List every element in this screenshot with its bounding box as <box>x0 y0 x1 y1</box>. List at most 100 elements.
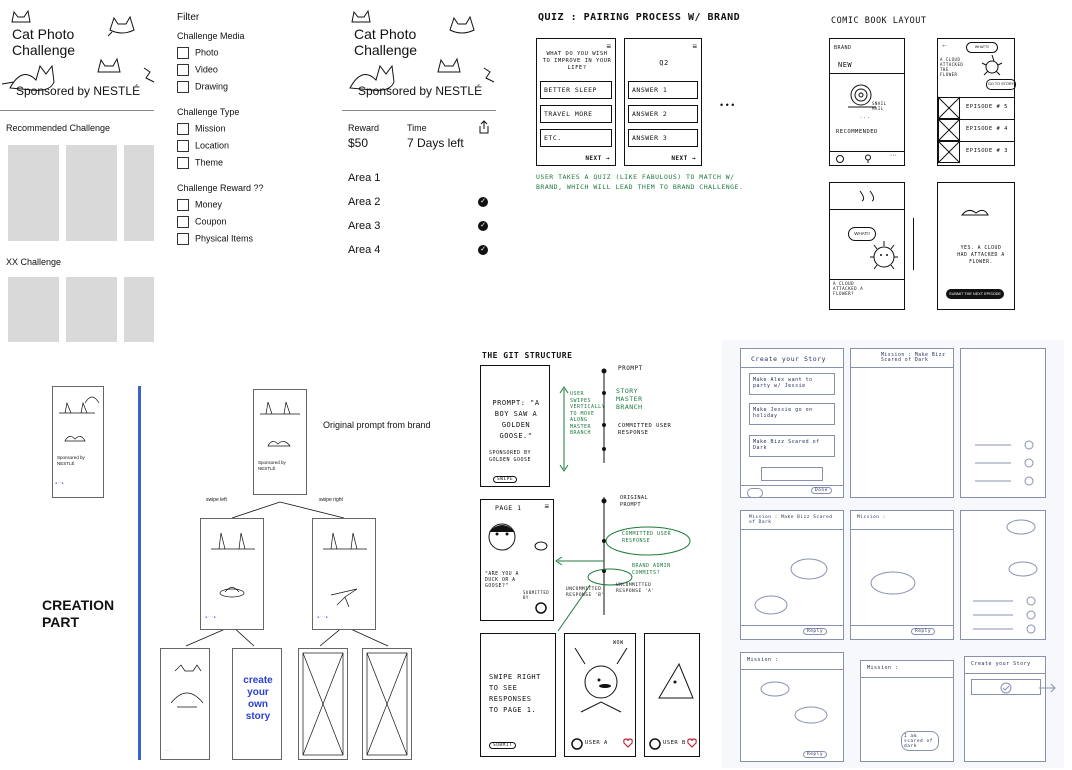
chat-options-screen <box>960 510 1046 640</box>
episode-row[interactable]: EPISODE # 4 <box>937 118 1014 142</box>
chat-screen: Mission : Make Bizz Scared of Dark Reply <box>740 510 844 640</box>
checkbox[interactable] <box>177 140 189 152</box>
challenge-card[interactable] <box>66 145 117 241</box>
committed-response-label: COMMITTED USER RESPONSE <box>622 531 672 544</box>
detail-screen: Cat Photo Challenge Sponsored by NESTLÉ … <box>340 0 500 270</box>
reply-button[interactable]: Reply <box>803 628 828 635</box>
sponsored-text: SPONSORED BY GOLDEN GOOSE <box>488 450 532 463</box>
go-to-story-button[interactable]: GO TO STORY <box>986 79 1016 90</box>
quiz-answer-button[interactable]: ANSWER 1 <box>628 81 698 99</box>
mission-option[interactable]: Make Alex want to party w/ Jessie <box>749 373 835 395</box>
filter-option[interactable]: Location <box>177 140 327 152</box>
placeholder-cross <box>366 652 408 756</box>
reply-button[interactable]: Reply <box>911 628 936 635</box>
area-row[interactable]: Area 1 <box>348 172 381 184</box>
search-icon[interactable] <box>864 154 872 163</box>
filter-option[interactable]: Coupon <box>177 216 327 228</box>
filter-option[interactable]: Physical Items <box>177 233 327 245</box>
original-prompt-label: Original prompt from brand <box>323 420 431 430</box>
ellipsis: • • • <box>720 100 735 110</box>
submit-episode-button[interactable]: SUBMIT THE NEXT EPISODE <box>946 289 1004 299</box>
checkbox[interactable] <box>177 157 189 169</box>
quiz-answer-button[interactable]: ETC. <box>540 129 612 147</box>
heart-icon[interactable] <box>836 155 844 163</box>
checkbox[interactable] <box>177 64 189 76</box>
challenge-card[interactable] <box>8 277 59 342</box>
heart-icon[interactable] <box>687 738 697 748</box>
filter-option[interactable]: Photo <box>177 47 327 59</box>
filter-option[interactable]: Money <box>177 199 327 211</box>
swipe-hint: ◂ · · ▸ <box>55 481 64 485</box>
git-prompt-phone: PROMPT: "A BOY SAW A GOLDEN GOOSE." SPON… <box>480 365 550 487</box>
speech-bubble-doodle <box>1006 519 1038 577</box>
user-avatar-icon[interactable] <box>535 602 547 614</box>
filter-option[interactable]: Drawing <box>177 81 327 93</box>
quiz-answer-button[interactable]: TRAVEL MORE <box>540 105 612 123</box>
time-value: 7 Days left <box>407 136 464 150</box>
uncommitted-a-label: UNCOMMITTED RESPONSE 'A' <box>616 583 655 594</box>
checkbox[interactable] <box>177 199 189 211</box>
branch-phone-left: ◂ · · · ▸ <box>200 518 264 630</box>
area-row[interactable]: Area 4✓ <box>348 244 488 256</box>
bridge-doodle-icon <box>59 401 95 414</box>
quiz-answer-button[interactable]: BETTER SLEEP <box>540 81 612 99</box>
avatar[interactable] <box>747 488 763 498</box>
checkbox[interactable] <box>177 47 189 59</box>
done-button[interactable]: Done <box>811 487 832 494</box>
user-avatar-icon[interactable] <box>649 738 661 750</box>
divider <box>851 529 953 530</box>
area-row[interactable]: Area 2✓ <box>348 196 488 208</box>
challenge-card[interactable] <box>124 145 154 241</box>
input-box[interactable] <box>761 467 823 481</box>
caption: YES. A CLOUD HAD ATTACKED A FLOWER. <box>957 246 1005 265</box>
branch-phone-right: ◂ · · · ▸ <box>312 518 376 630</box>
submit-button[interactable]: SUBMIT <box>489 742 517 749</box>
episode-row[interactable]: EPISODE # 3 <box>937 140 1014 164</box>
quiz-answer-button[interactable]: ANSWER 3 <box>628 129 698 147</box>
checkbox[interactable] <box>177 81 189 93</box>
quiz-answer-button[interactable]: ANSWER 2 <box>628 105 698 123</box>
filter-option[interactable]: Theme <box>177 157 327 169</box>
heart-icon[interactable] <box>623 738 633 748</box>
filter-group-type: Challenge Type Mission Location Theme <box>177 107 327 169</box>
mission-chat-screen: Mission : Reply <box>740 652 844 762</box>
menu-icon[interactable]: ≡ <box>606 42 611 51</box>
challenge-card[interactable] <box>66 277 117 342</box>
episode-row[interactable]: EPISODE # 5 <box>937 96 1014 120</box>
quiz-sketch: QUIZ : PAIRING PROCESS W/ BRAND ≡ WHAT D… <box>530 8 790 228</box>
bird-doodle-icon <box>330 588 358 608</box>
challenge-card[interactable] <box>8 145 59 241</box>
checkbox[interactable] <box>177 123 189 135</box>
quiz-question: Q2 <box>659 59 669 67</box>
scroll-arrow <box>913 218 914 270</box>
create-story-title: Create your Story <box>751 355 827 363</box>
ufo-doodle-icon <box>219 587 245 598</box>
filter-panel: Filter Challenge Media Photo Video Drawi… <box>177 12 327 250</box>
challenge-card[interactable] <box>124 277 154 342</box>
menu-icon[interactable]: ≡ <box>544 502 549 511</box>
share-icon[interactable] <box>478 120 490 134</box>
checkbox[interactable] <box>177 233 189 245</box>
next-button[interactable]: NEXT → <box>585 155 610 162</box>
menu-icon[interactable]: ≡ <box>692 42 697 51</box>
bridge-doodle-icon <box>323 532 367 550</box>
mission-option[interactable]: Make Bizz Scared of Dark <box>749 435 835 457</box>
area-row[interactable]: Area 3✓ <box>348 220 488 232</box>
checkbox[interactable] <box>177 216 189 228</box>
check-circle-icon: ✓ <box>478 221 488 231</box>
more-icon[interactable]: ··· <box>890 152 897 159</box>
filter-option[interactable]: Mission <box>177 123 327 135</box>
reply-button[interactable]: Reply <box>803 751 828 758</box>
create-own-story-card[interactable]: create your own story <box>232 648 282 760</box>
next-button[interactable]: NEXT → <box>671 155 696 162</box>
back-arrow-icon[interactable]: ← <box>941 42 948 49</box>
create-own-story-label: create your own story <box>243 675 273 722</box>
filter-option[interactable]: Video <box>177 64 327 76</box>
confirm-box[interactable] <box>971 679 1041 695</box>
goose-doodle-icon <box>534 541 548 551</box>
mission-option[interactable]: Make Jessie go on holiday <box>749 403 835 425</box>
quiz-phone-q1: ≡ WHAT DO YOU WISH TO IMPROVE IN YOUR LI… <box>536 38 616 166</box>
xx-label: XX Challenge <box>6 257 62 267</box>
swipe-button[interactable]: SWIPE <box>493 476 518 483</box>
user-avatar-icon[interactable] <box>571 738 583 750</box>
